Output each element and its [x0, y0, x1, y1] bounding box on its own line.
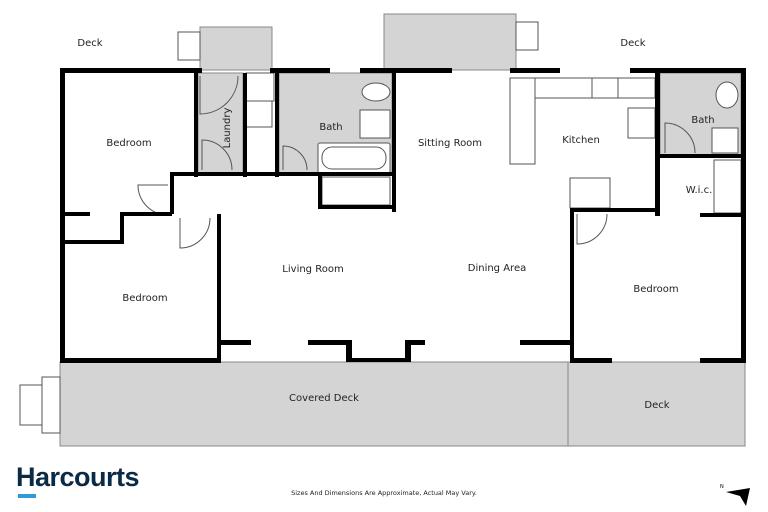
label-bedroom-2: Bedroom [122, 293, 167, 304]
covered-deck-area [59, 361, 569, 447]
label-deck-bottom-right: Deck [644, 400, 669, 411]
label-deck-top-right: Deck [620, 38, 645, 49]
label-living-room: Living Room [282, 264, 343, 275]
steps [19, 21, 539, 434]
label-wic: W.i.c. [686, 185, 713, 196]
label-dining-area: Dining Area [468, 263, 526, 274]
label-deck-top-left: Deck [77, 38, 102, 49]
label-sitting-room: Sitting Room [418, 138, 482, 149]
label-kitchen: Kitchen [562, 135, 600, 146]
logo-accent-bar [18, 494, 36, 498]
deck-top-left-area [199, 26, 273, 71]
doors [137, 75, 696, 249]
deck-bottom-right-area [567, 361, 746, 447]
walls [60, 68, 746, 363]
label-laundry: Laundry [222, 108, 233, 149]
label-bath-2: Bath [691, 115, 714, 126]
disclaimer-text: Sizes And Dimensions Are Approximate, Ac… [291, 489, 477, 497]
deck-top-middle-area [383, 13, 517, 71]
label-covered-deck: Covered Deck [289, 393, 359, 404]
north-arrow-icon: N [720, 484, 750, 506]
north-label: N [720, 484, 724, 490]
label-bedroom-1: Bedroom [106, 138, 151, 149]
label-bath-1: Bath [319, 122, 342, 133]
label-bedroom-3: Bedroom [633, 284, 678, 295]
harcourts-logo: Harcourts [16, 462, 140, 492]
